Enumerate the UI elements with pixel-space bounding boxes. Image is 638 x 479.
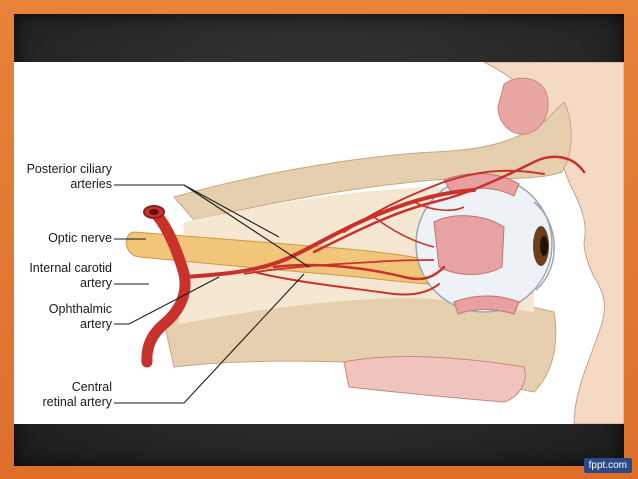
label-line: Optic nerve [48,231,112,245]
frontal-sinus [497,77,549,135]
ciliary-branch-5 [373,216,435,248]
slide-content: Posterior ciliary arteries Optic nerve I… [14,62,624,424]
ciliary-branch-4 [253,271,440,296]
optic-nerve [125,231,430,285]
eye-artery-illustration [114,62,624,424]
label-line: artery [80,317,112,331]
label-line: arteries [70,177,112,191]
leader-lines [114,184,310,404]
label-posterior-ciliary-arteries: Posterior ciliary arteries [14,162,112,192]
leader-posterior-ciliary [114,184,310,268]
pupil [540,236,548,256]
label-line: Central [71,380,112,394]
label-line: artery [80,276,112,290]
posterior-ciliary-artery-1 [312,155,586,254]
lateral-rectus-muscle [433,215,505,275]
label-central-retinal-artery: Central retinal artery [14,380,112,410]
maxillary-sinus [343,356,526,403]
orbit-roof-bone [173,101,572,221]
leader-ophthalmic [114,276,220,325]
ophthalmic-artery [184,188,476,279]
label-line: retinal artery [42,395,112,409]
inferior-rectus-muscle [453,295,520,315]
label-ophthalmic-artery: Ophthalmic artery [14,302,112,332]
fppt-watermark[interactable]: fppt.com [583,458,632,473]
label-line: Posterior ciliary [26,162,112,176]
leader-central-retinal [114,273,305,404]
label-internal-carotid-artery: Internal carotid artery [14,261,112,291]
cornea [533,201,555,291]
label-line: Internal carotid [29,261,112,275]
label-line: Ophthalmic [48,302,112,316]
label-optic-nerve: Optic nerve [14,231,112,246]
posterior-ciliary-artery-3 [343,169,545,233]
internal-carotid-artery [141,206,191,368]
ciliary-branch-6 [413,201,465,212]
central-retinal-artery [243,259,435,275]
